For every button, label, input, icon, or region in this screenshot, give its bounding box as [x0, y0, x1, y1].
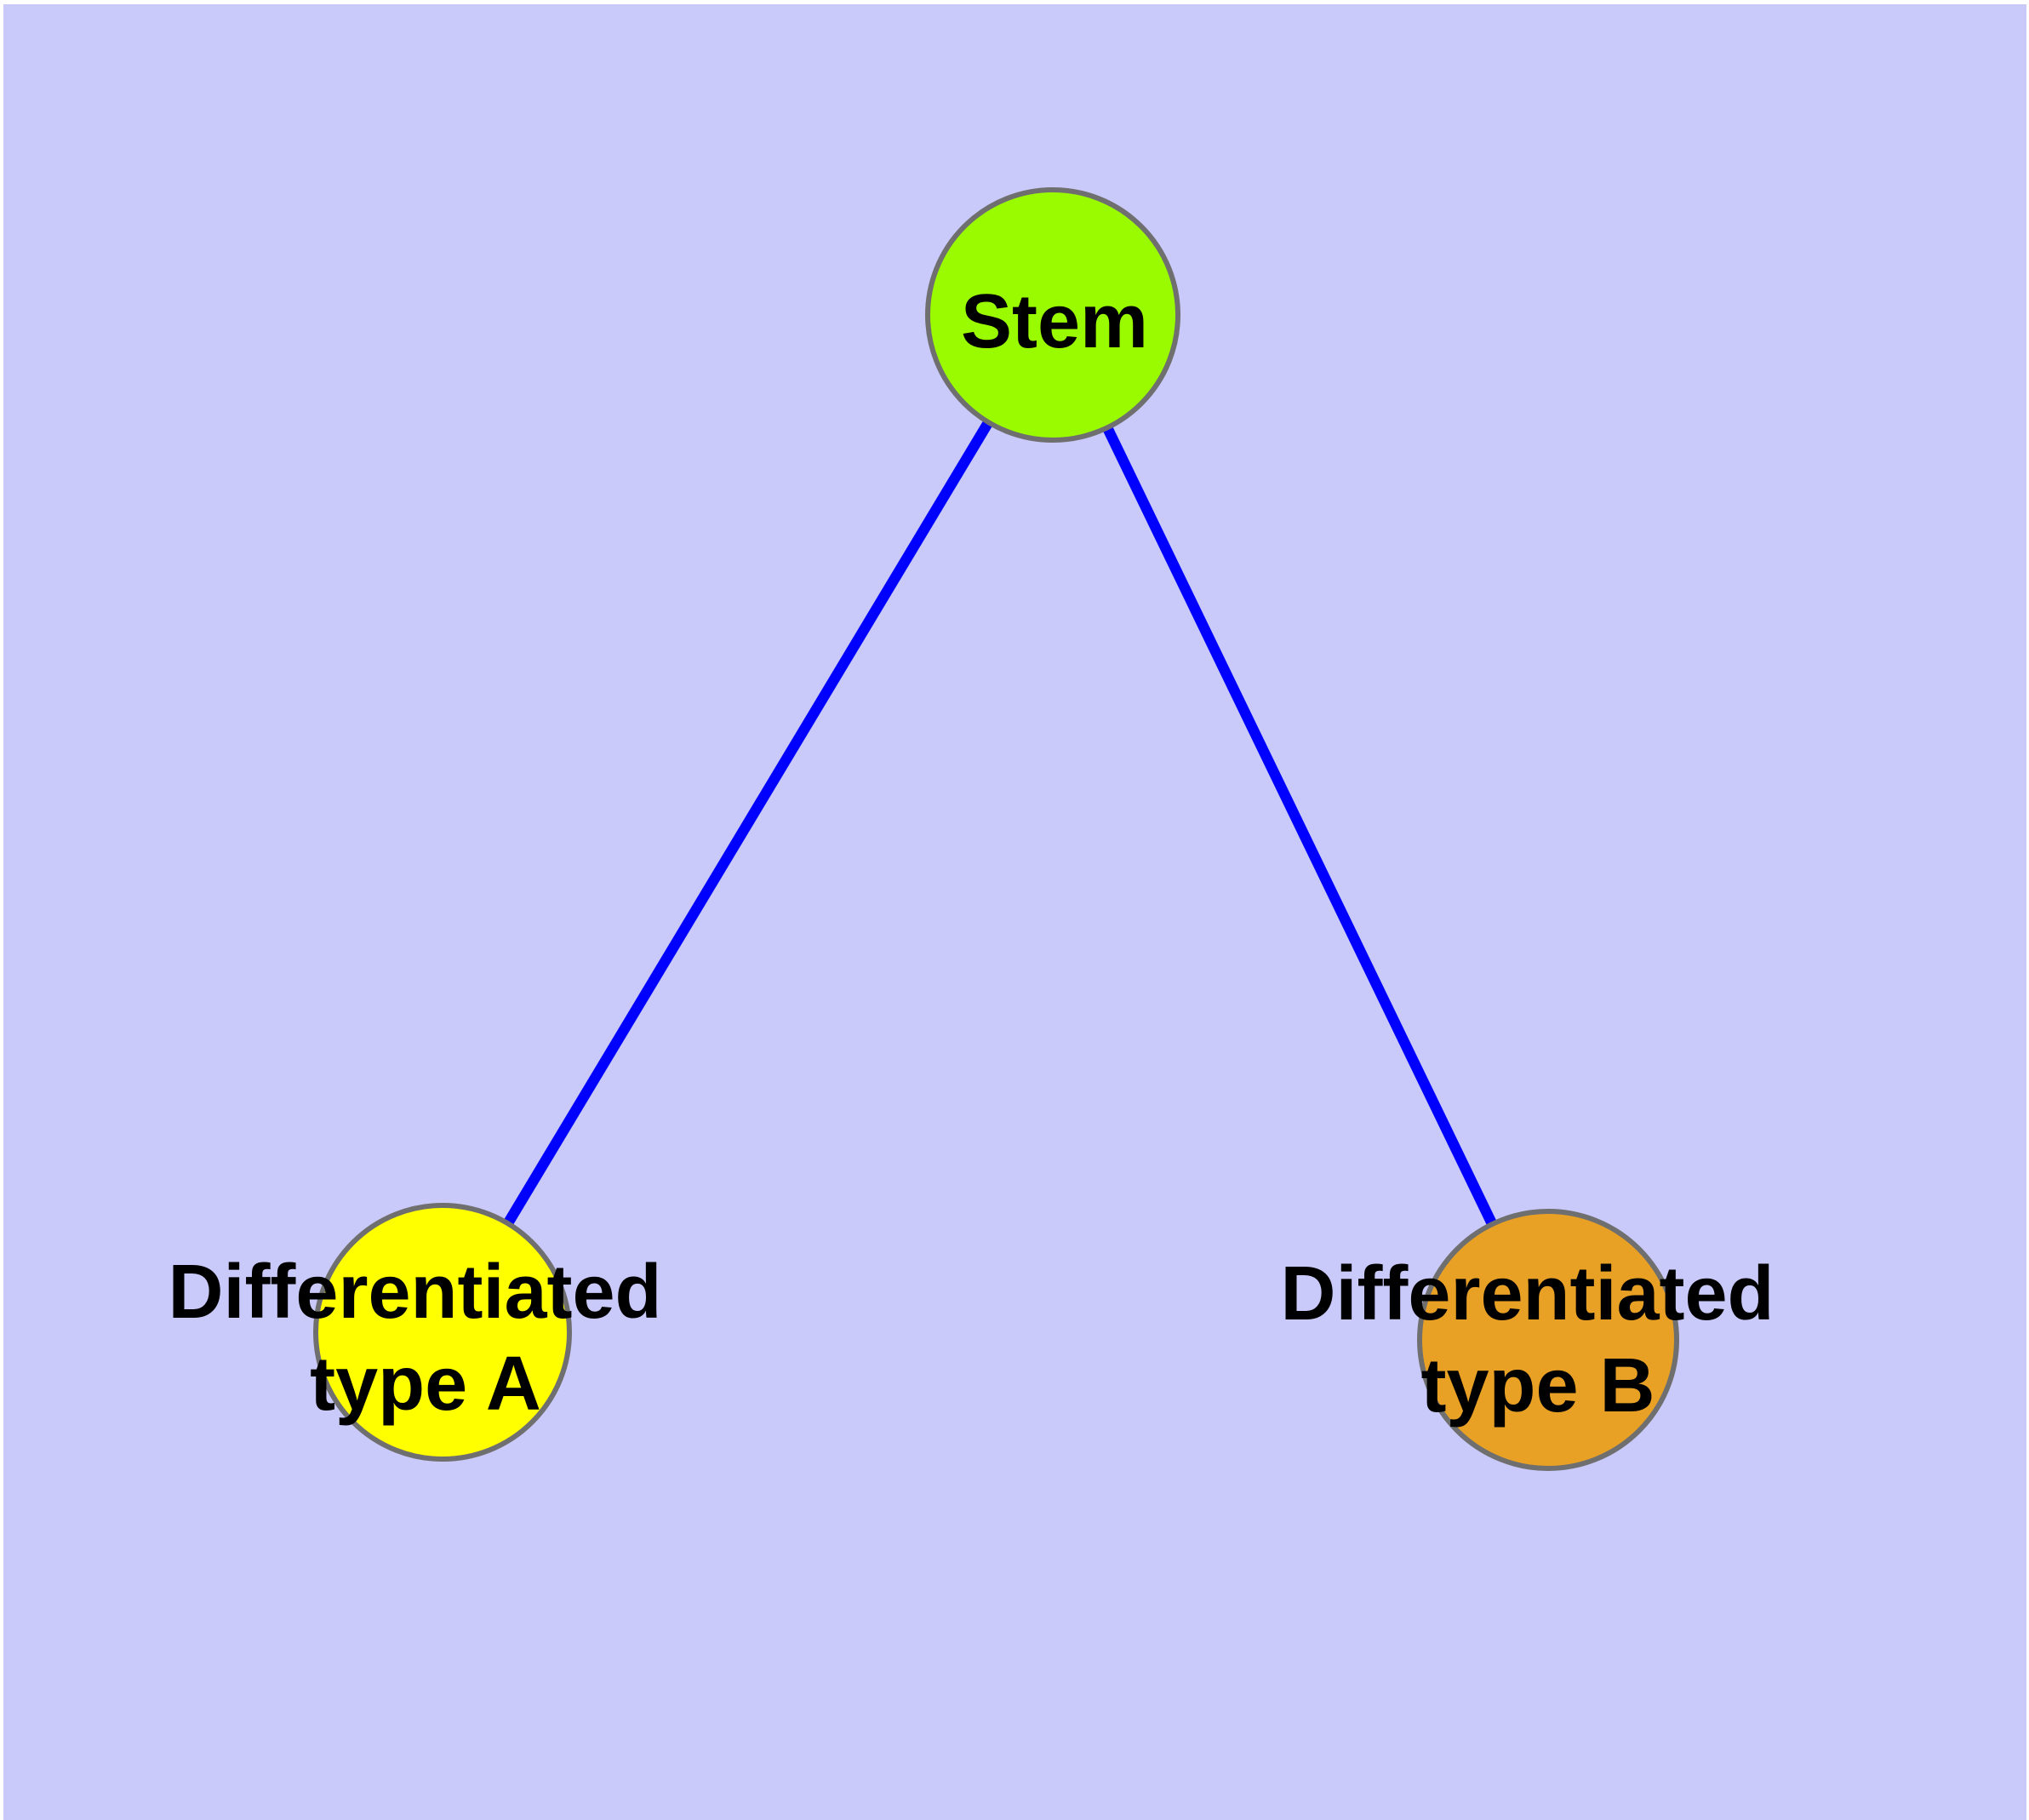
node-differentiated-type-a: [313, 1203, 572, 1462]
node-type-b-label-line-1: Differentiated: [1280, 1251, 1774, 1336]
edge-stem-to-type-a: [437, 312, 1058, 1336]
edge-stem-to-type-b: [1048, 312, 1553, 1342]
node-type-a-label-line-2: type A: [310, 1342, 541, 1427]
node-type-a-label: Differentiated type A: [168, 1250, 683, 1427]
node-stem-label: Stem: [961, 279, 1148, 364]
node-type-b-label: Differentiated type B: [1280, 1251, 1795, 1428]
node-type-a-label-line-1: Differentiated: [168, 1250, 661, 1335]
node-type-b-label-line-2: type B: [1420, 1343, 1655, 1428]
node-stem: [925, 187, 1180, 443]
node-differentiated-type-b: [1417, 1209, 1679, 1471]
